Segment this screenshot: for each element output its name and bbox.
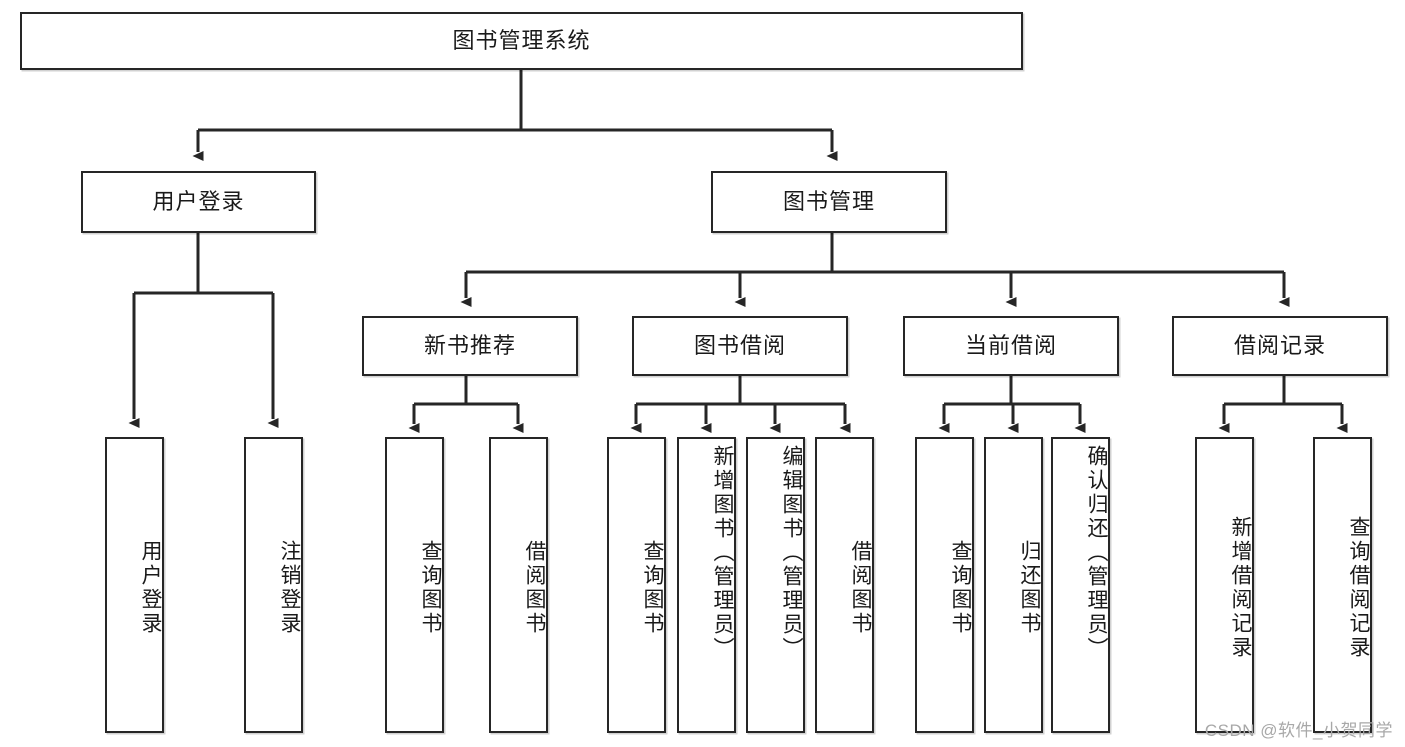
node-leaf-query-book-3[interactable]: 查询图书 bbox=[915, 437, 974, 733]
node-borrow-record-label: 借阅记录 bbox=[1233, 332, 1326, 358]
node-leaf-query-record-label: 查询借阅记录 bbox=[1347, 516, 1370, 660]
node-user-login[interactable]: 用户登录 bbox=[81, 171, 316, 233]
node-leaf-borrow-book-2[interactable]: 借阅图书 bbox=[815, 437, 874, 733]
node-leaf-add-book-label: 新增图书（管理员） bbox=[711, 445, 734, 661]
node-borrow-record[interactable]: 借阅记录 bbox=[1172, 316, 1388, 376]
node-book-borrow-label: 图书借阅 bbox=[693, 332, 786, 358]
node-leaf-logout-label: 注销登录 bbox=[278, 540, 301, 636]
node-leaf-user-login[interactable]: 用户登录 bbox=[105, 437, 164, 733]
node-new-book-rec[interactable]: 新书推荐 bbox=[362, 316, 578, 376]
node-leaf-user-login-label: 用户登录 bbox=[139, 540, 162, 636]
node-current-borrow[interactable]: 当前借阅 bbox=[903, 316, 1119, 376]
node-leaf-confirm-return-label: 确认归还（管理员） bbox=[1085, 445, 1108, 661]
node-leaf-query-book-1[interactable]: 查询图书 bbox=[385, 437, 444, 733]
node-leaf-add-record-label: 新增借阅记录 bbox=[1229, 516, 1252, 660]
node-leaf-query-book-2-label: 查询图书 bbox=[641, 540, 664, 636]
node-leaf-edit-book[interactable]: 编辑图书（管理员） bbox=[746, 437, 805, 733]
node-leaf-return-book-label: 归还图书 bbox=[1018, 540, 1041, 636]
node-leaf-query-book-2[interactable]: 查询图书 bbox=[607, 437, 666, 733]
node-leaf-borrow-book-1[interactable]: 借阅图书 bbox=[489, 437, 548, 733]
node-root-label: 图书管理系统 bbox=[452, 27, 591, 53]
node-leaf-query-book-1-label: 查询图书 bbox=[419, 540, 442, 636]
node-leaf-query-record[interactable]: 查询借阅记录 bbox=[1313, 437, 1372, 733]
node-leaf-borrow-book-1-label: 借阅图书 bbox=[523, 540, 546, 636]
node-leaf-query-book-3-label: 查询图书 bbox=[949, 540, 972, 636]
node-leaf-confirm-return[interactable]: 确认归还（管理员） bbox=[1051, 437, 1110, 733]
node-leaf-add-book[interactable]: 新增图书（管理员） bbox=[677, 437, 736, 733]
node-current-borrow-label: 当前借阅 bbox=[964, 332, 1057, 358]
node-new-book-rec-label: 新书推荐 bbox=[423, 332, 516, 358]
node-leaf-logout[interactable]: 注销登录 bbox=[244, 437, 303, 733]
node-leaf-add-record[interactable]: 新增借阅记录 bbox=[1195, 437, 1254, 733]
node-leaf-edit-book-label: 编辑图书（管理员） bbox=[780, 445, 803, 661]
node-leaf-borrow-book-2-label: 借阅图书 bbox=[849, 540, 872, 636]
node-book-manage-label: 图书管理 bbox=[782, 188, 875, 214]
watermark-text: CSDN @软件_小贺同学 bbox=[1204, 721, 1393, 740]
node-user-login-label: 用户登录 bbox=[152, 188, 245, 214]
node-book-borrow[interactable]: 图书借阅 bbox=[632, 316, 848, 376]
node-book-manage[interactable]: 图书管理 bbox=[711, 171, 947, 233]
node-root[interactable]: 图书管理系统 bbox=[20, 12, 1023, 70]
node-leaf-return-book[interactable]: 归还图书 bbox=[984, 437, 1043, 733]
